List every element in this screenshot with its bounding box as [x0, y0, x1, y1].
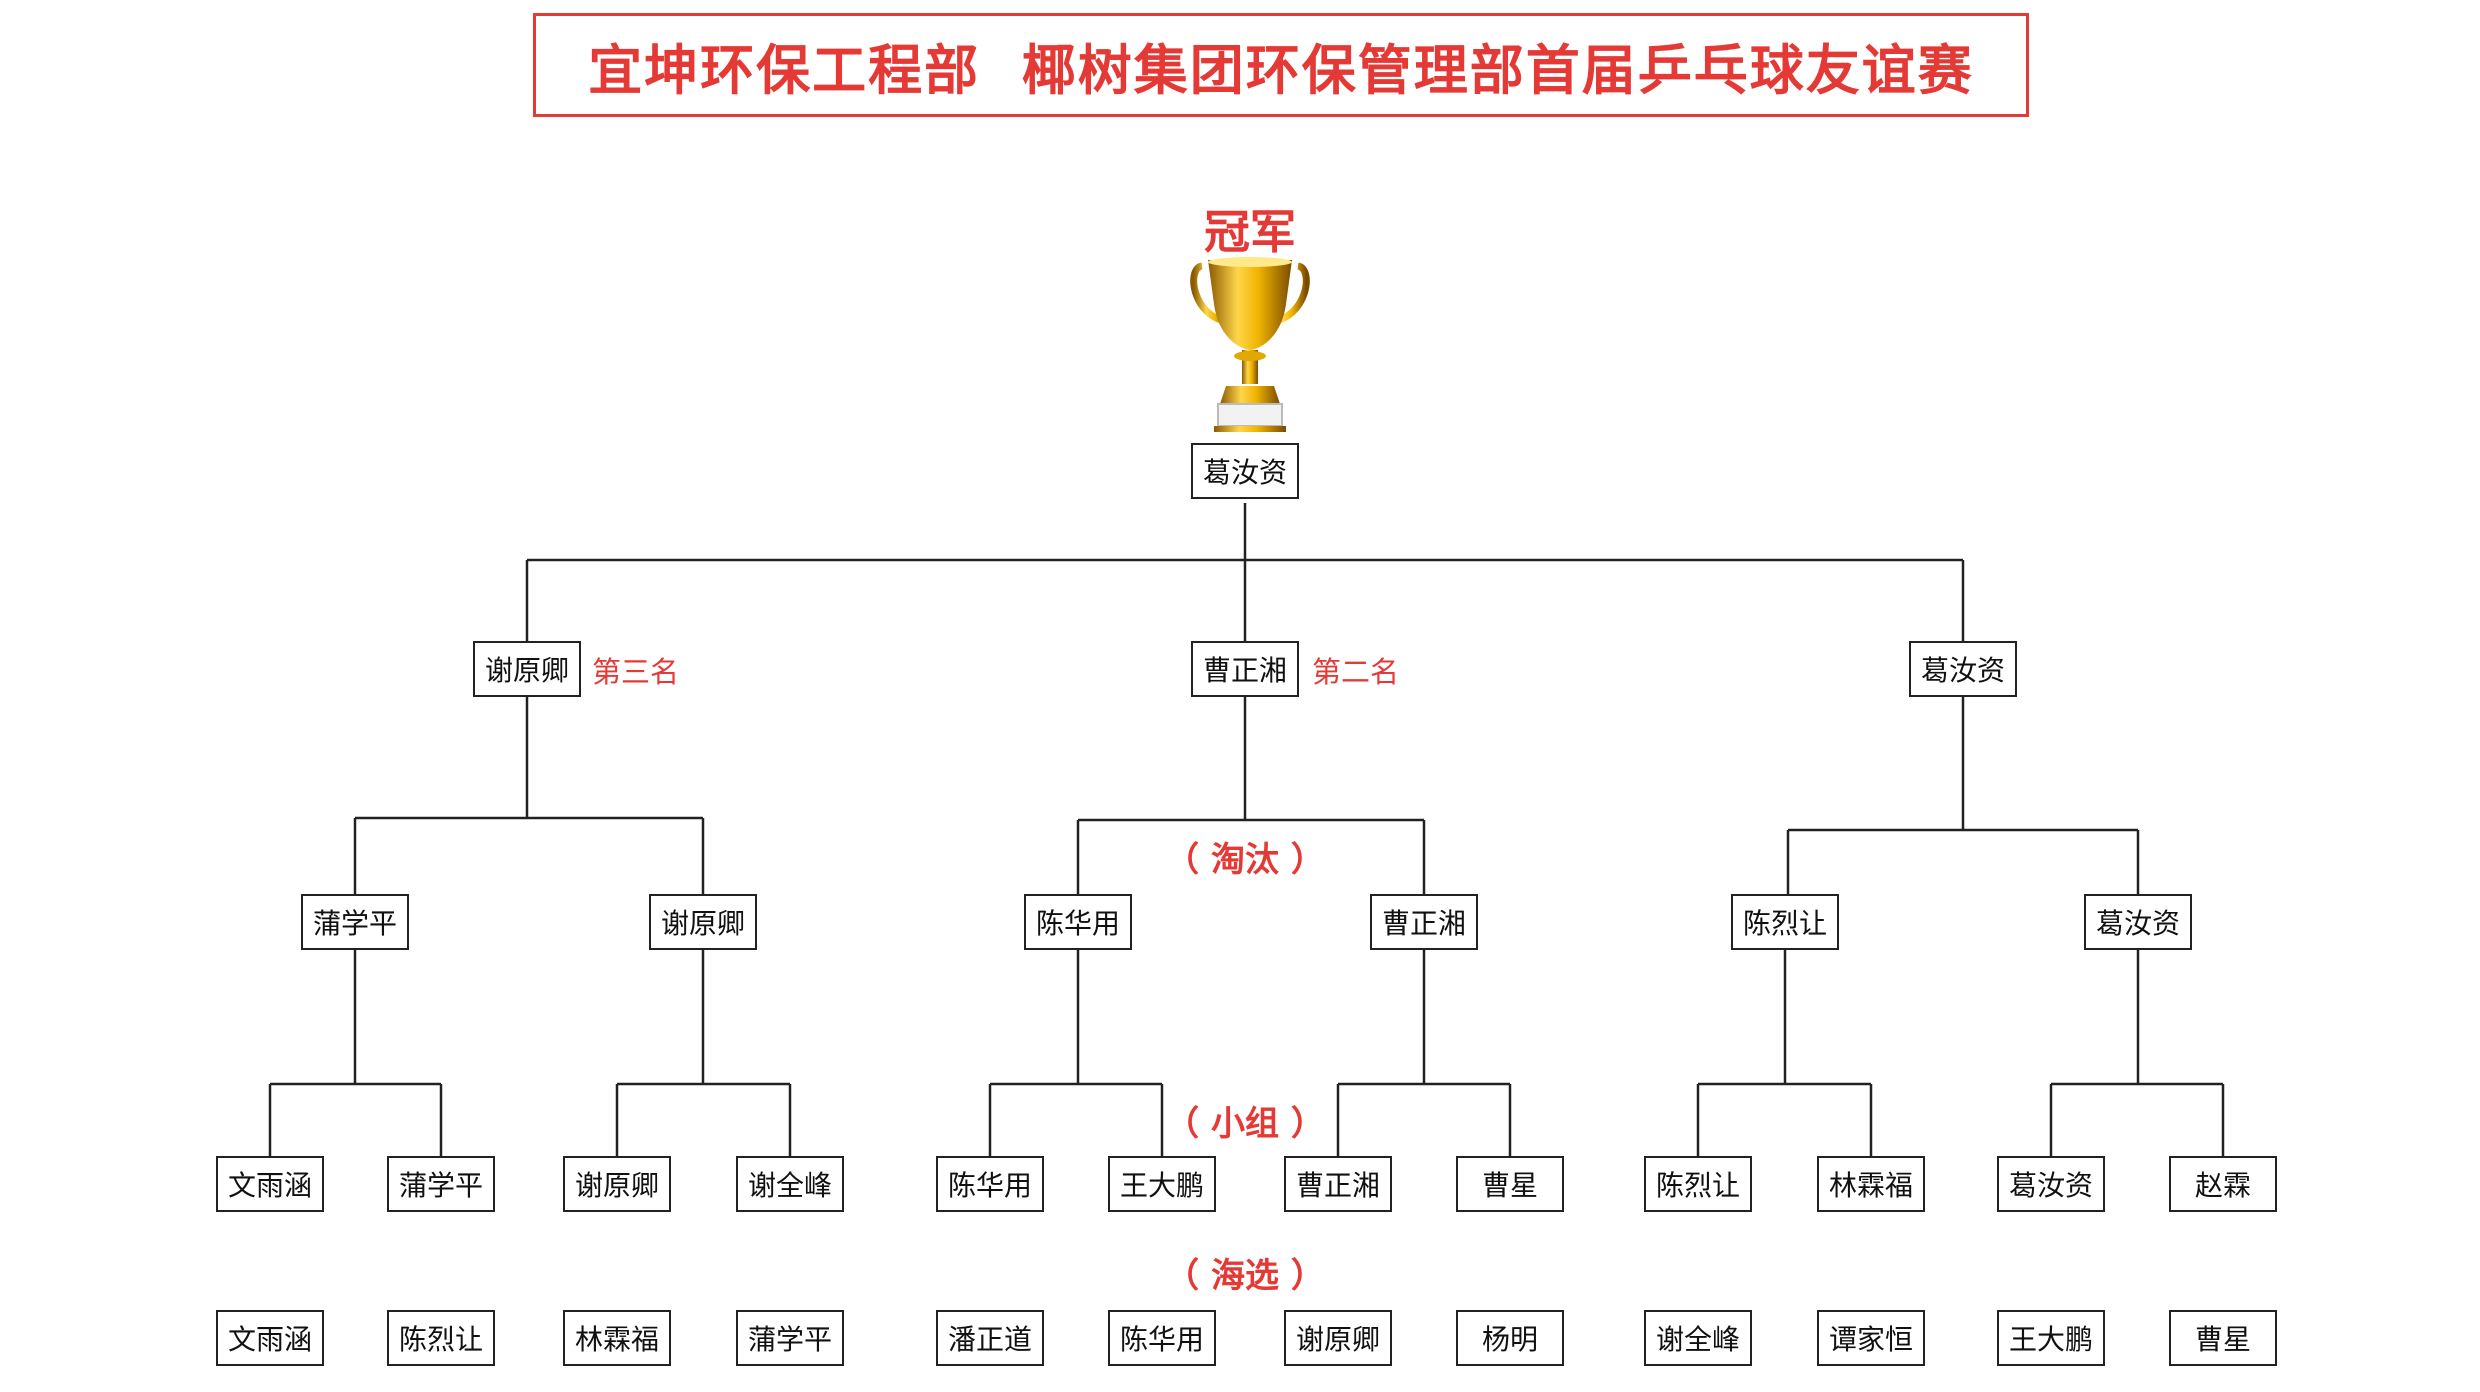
semi-player-box: 谢原卿	[649, 894, 757, 950]
group-player-box: 陈华用	[936, 1156, 1044, 1212]
preliminary-player-box: 王大鹏	[1997, 1310, 2105, 1366]
page-title: 宜坤环保工程部 椰树集团环保管理部首届乒乓球友谊赛	[588, 38, 1974, 102]
group-player-box: 曹星	[1456, 1156, 1564, 1212]
group-player-box: 林霖福	[1817, 1156, 1925, 1212]
preliminary-player-box: 谢全峰	[1644, 1310, 1752, 1366]
final-player-box: 谢原卿	[473, 641, 581, 697]
group-player-box: 谢全峰	[736, 1156, 844, 1212]
preliminary-player-box: 曹星	[2169, 1310, 2277, 1366]
preliminary-player-box: 林霖福	[563, 1310, 671, 1366]
preliminary-player-box: 文雨涵	[216, 1310, 324, 1366]
semi-player-box: 葛汝资	[2084, 894, 2192, 950]
preliminary-player-box: 杨明	[1456, 1310, 1564, 1366]
semi-player-box: 陈烈让	[1731, 894, 1839, 950]
second-place-note: 第二名	[1312, 655, 1400, 689]
group-player-box: 谢原卿	[563, 1156, 671, 1212]
champion-box: 葛汝资	[1191, 443, 1299, 499]
preliminary-player-box: 陈华用	[1108, 1310, 1216, 1366]
group-player-box: 赵霖	[2169, 1156, 2277, 1212]
preliminary-player-box: 谢原卿	[1284, 1310, 1392, 1366]
preliminary-player-box: 潘正道	[936, 1310, 1044, 1366]
title-banner: 宜坤环保工程部 椰树集团环保管理部首届乒乓球友谊赛	[533, 13, 2029, 117]
round-label-preliminary: （ 海选 ）	[1165, 1256, 1325, 1296]
group-player-box: 王大鹏	[1108, 1156, 1216, 1212]
group-player-box: 葛汝资	[1997, 1156, 2105, 1212]
trophy-icon	[1190, 257, 1310, 432]
semi-player-box: 蒲学平	[301, 894, 409, 950]
semi-player-box: 曹正湘	[1370, 894, 1478, 950]
bracket-connectors	[268, 503, 2225, 1156]
round-label-elimination: （ 淘汰 ）	[1165, 840, 1325, 880]
group-player-box: 文雨涵	[216, 1156, 324, 1212]
final-player-box: 曹正湘	[1191, 641, 1299, 697]
semi-player-box: 陈华用	[1024, 894, 1132, 950]
preliminary-player-box: 蒲学平	[736, 1310, 844, 1366]
preliminary-player-box: 陈烈让	[387, 1310, 495, 1366]
group-player-box: 曹正湘	[1284, 1156, 1392, 1212]
group-player-box: 陈烈让	[1644, 1156, 1752, 1212]
preliminary-player-box: 谭家恒	[1817, 1310, 1925, 1366]
round-label-group: （ 小组 ）	[1165, 1104, 1325, 1144]
final-player-box: 葛汝资	[1909, 641, 2017, 697]
champion-label: 冠军	[1204, 205, 1296, 259]
group-player-box: 蒲学平	[387, 1156, 495, 1212]
third-place-note: 第三名	[592, 655, 680, 689]
